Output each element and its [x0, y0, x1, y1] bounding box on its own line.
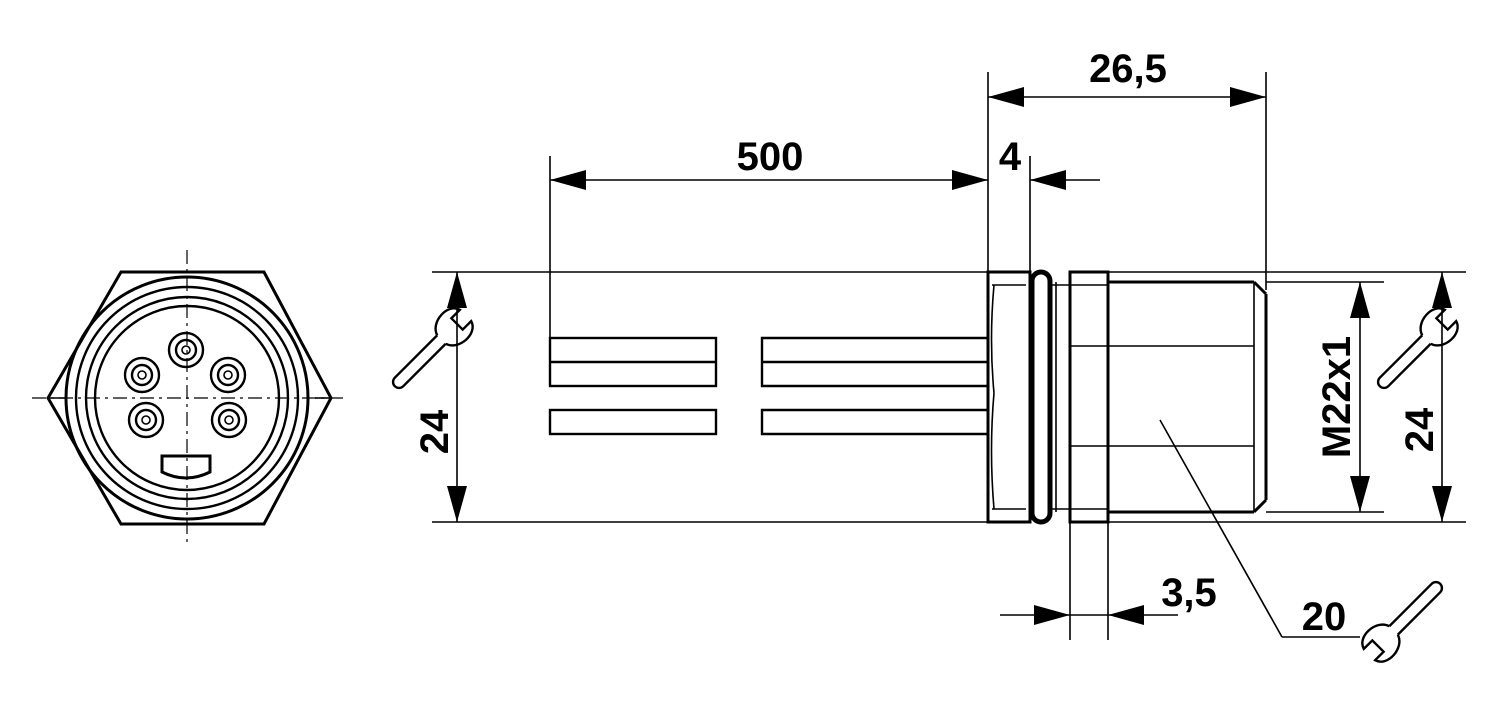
- contact-pin-upper-right: [209, 356, 247, 394]
- dim-label-flange-width: 4: [999, 135, 1022, 179]
- threaded-body: [1050, 280, 1268, 514]
- wrench-icon: [391, 307, 474, 390]
- dim-nut-width: 3,5: [1000, 522, 1217, 640]
- dim-thread-spec: M22x1: [1266, 281, 1384, 513]
- contact-pin-lower-left: [127, 401, 165, 439]
- ring-2: [74, 285, 300, 511]
- side-view: 500 4 26,5 3,5: [413, 47, 1466, 640]
- dim-cable-length: 500: [549, 135, 988, 338]
- ring-4: [93, 304, 281, 492]
- front-view: [32, 250, 345, 545]
- dim-label-wrench-size: 20: [1302, 595, 1347, 639]
- wire-lower-right: [760, 408, 988, 436]
- dim-label-height-right: 24: [1398, 407, 1442, 452]
- dim-label-thread-length: 26,5: [1089, 47, 1167, 91]
- dim-height-right: 24: [1398, 272, 1452, 522]
- dim-thread-length: 26,5: [988, 47, 1267, 290]
- wrench-icon: [1361, 580, 1444, 663]
- wrench-icon: [1376, 307, 1459, 390]
- dim-label-thread-spec: M22x1: [1315, 336, 1359, 458]
- ring-3: [84, 295, 290, 501]
- dim-label-height-left: 24: [413, 409, 457, 454]
- cable-wires: [548, 336, 988, 436]
- dim-label-nut-width: 3,5: [1161, 571, 1217, 615]
- dim-flange-width: 4: [987, 72, 1100, 272]
- hex-nut-side: [1068, 270, 1110, 524]
- coding-key: [160, 454, 212, 480]
- contact-pin-top: [167, 331, 205, 369]
- wire-lower-left: [548, 408, 718, 436]
- outer-ring: [64, 275, 310, 521]
- contact-pin-lower-right: [210, 401, 248, 439]
- o-ring: [1029, 269, 1053, 525]
- dim-wrench-size: 20: [1159, 419, 1360, 639]
- dim-label-cable-length: 500: [737, 135, 804, 179]
- contact-pin-upper-left: [123, 356, 161, 394]
